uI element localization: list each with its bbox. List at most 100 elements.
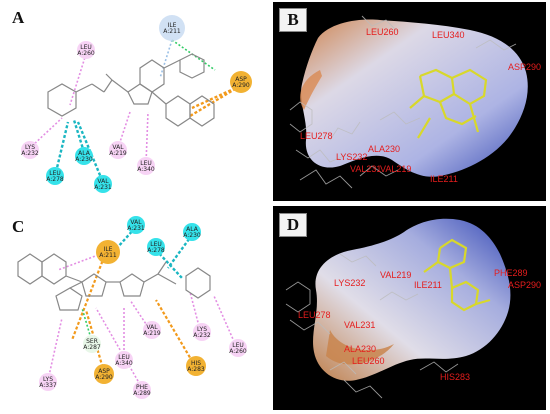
a-residue-num-asp290: A:290	[232, 82, 250, 89]
a-line-asp290	[191, 84, 241, 110]
c-line-lys337	[47, 317, 63, 381]
panel-c-interaction-lines	[47, 227, 237, 389]
panel-d-render: LYS232 VAL219 ILE211 PHE289 ASP290 LEU27…	[285, 218, 541, 399]
panel-b-surface	[301, 19, 528, 177]
a-residue-name-leu340: LEU	[140, 160, 152, 167]
c-line-ala230	[167, 234, 193, 269]
a-residue-name-ile211: ILE	[168, 22, 177, 29]
b-label-val219: VAL219	[380, 164, 411, 174]
c-residue-phe289	[133, 381, 151, 399]
c-residue-num-lys337: A:337	[39, 382, 57, 389]
panel-a-interaction-lines	[31, 39, 241, 181]
c-residue-name-lys337: LYS	[43, 376, 53, 383]
d-label-phe289: PHE289	[494, 268, 528, 278]
c-residue-num-asp290: A:290	[95, 374, 113, 381]
c-residue-num-ala230: A:230	[183, 232, 201, 239]
a-line-lys232	[31, 117, 63, 147]
panel-d-labels: LYS232 VAL219 ILE211 PHE289 ASP290 LEU27…	[298, 268, 541, 382]
b-label-ala230: ALA230	[368, 144, 400, 154]
a-residue-name-asp290: ASP	[235, 76, 247, 83]
panel-c-ligand	[17, 253, 211, 311]
c-line-phe289	[95, 307, 143, 389]
c-residue-leu340	[115, 351, 133, 369]
b-label-leu340: LEU340	[432, 30, 465, 40]
c-residue-name-ile211: ILE	[104, 246, 113, 253]
panel-b-ligand	[409, 68, 488, 139]
a-residue-lys232	[21, 141, 39, 159]
b-label-val231: VAL231	[350, 164, 381, 174]
b-label-asp290: ASP290	[508, 62, 541, 72]
panel-letter-a: A	[12, 8, 25, 27]
panel-a-diagram	[31, 39, 241, 181]
panel-d-ligand	[423, 238, 491, 312]
c-residue-num-leu340: A:340	[115, 360, 133, 367]
a-residue-leu260	[77, 41, 95, 59]
b-label-lys232: LYS232	[336, 152, 367, 162]
c-residue-lys337	[39, 373, 57, 391]
c-residue-name-val219: VAL	[146, 324, 158, 331]
c-residue-asp290	[94, 364, 114, 384]
c-residue-num-phe289: A:289	[133, 390, 151, 397]
c-residue-ile211	[96, 240, 120, 264]
c-residue-leu278	[147, 238, 165, 256]
c-residue-num-leu260: A:260	[229, 348, 247, 355]
c-line-leu260	[213, 295, 237, 347]
a-residue-name-val219: VAL	[112, 144, 124, 151]
a-residue-ile211	[159, 15, 185, 41]
c-residue-num-val231: A:231	[127, 225, 145, 232]
c-residue-leu260	[229, 339, 247, 357]
d-label-lys232: LYS232	[334, 278, 365, 288]
a-residue-name-leu260: LEU	[80, 44, 92, 51]
a-residue-name-val231: VAL	[97, 178, 109, 185]
c-residue-val219	[143, 321, 161, 339]
a-residue-val219	[109, 141, 127, 159]
a-residue-name-ala230: ALA	[78, 150, 91, 157]
c-residue-name-lys232: LYS	[197, 326, 207, 333]
panel-b-render: LEU260 LEU340 ASP290 LEU278 LYS232 ALA23…	[289, 15, 541, 189]
c-residue-num-ser287: A:287	[83, 344, 101, 351]
c-residue-name-leu278: LEU	[150, 241, 162, 248]
panel-b-labels: LEU260 LEU340 ASP290 LEU278 LYS232 ALA23…	[300, 27, 541, 184]
a-residue-name-leu278: LEU	[49, 170, 61, 177]
a-line-asp290-2	[189, 84, 241, 118]
b-label-leu260: LEU260	[366, 27, 399, 37]
panel-d-sticks	[285, 253, 459, 399]
c-residue-name-asp290: ASP	[98, 368, 110, 375]
a-line-leu340	[145, 111, 149, 165]
c-residue-ala230	[183, 223, 201, 241]
d-label-leu260: LEU260	[352, 356, 385, 366]
a-residue-num-leu340: A:340	[137, 166, 155, 173]
panel-letter-d: D	[279, 213, 307, 237]
a-residue-name-lys232: LYS	[25, 144, 35, 151]
c-residue-num-lys232: A:232	[193, 332, 211, 339]
a-residue-num-leu278: A:278	[46, 176, 64, 183]
panel-a-ligand	[47, 53, 215, 127]
d-label-val231: VAL231	[344, 320, 375, 330]
panel-letter-c: C	[12, 217, 25, 236]
c-residue-lys232	[193, 323, 211, 341]
c-residue-num-val219: A:219	[143, 330, 161, 337]
a-residue-num-leu260: A:260	[77, 50, 95, 57]
c-residue-val231	[127, 216, 145, 234]
a-residue-leu278	[46, 167, 64, 185]
a-residue-val231	[94, 175, 112, 193]
a-residue-leu340	[137, 157, 155, 175]
c-residue-name-ser287: SER	[86, 338, 98, 345]
c-residue-num-his283: A:283	[187, 366, 205, 373]
c-line-val231	[107, 227, 136, 259]
c-residue-name-leu260: LEU	[232, 342, 244, 349]
a-residue-num-ala230: A:230	[75, 156, 93, 163]
a-residue-ala230	[75, 147, 93, 165]
d-label-his283: HIS283	[440, 372, 470, 382]
c-residue-ser287	[83, 335, 101, 353]
c-residue-his283	[186, 356, 206, 376]
c-residue-name-leu340: LEU	[118, 354, 130, 361]
a-residue-num-lys232: A:232	[21, 150, 39, 157]
c-residue-name-val231: VAL	[130, 219, 142, 226]
panel-letter-b: B	[279, 8, 307, 32]
d-label-asp290: ASP290	[508, 280, 541, 290]
a-line-ile211-hb	[171, 39, 216, 71]
a-line-leu260	[69, 53, 87, 106]
